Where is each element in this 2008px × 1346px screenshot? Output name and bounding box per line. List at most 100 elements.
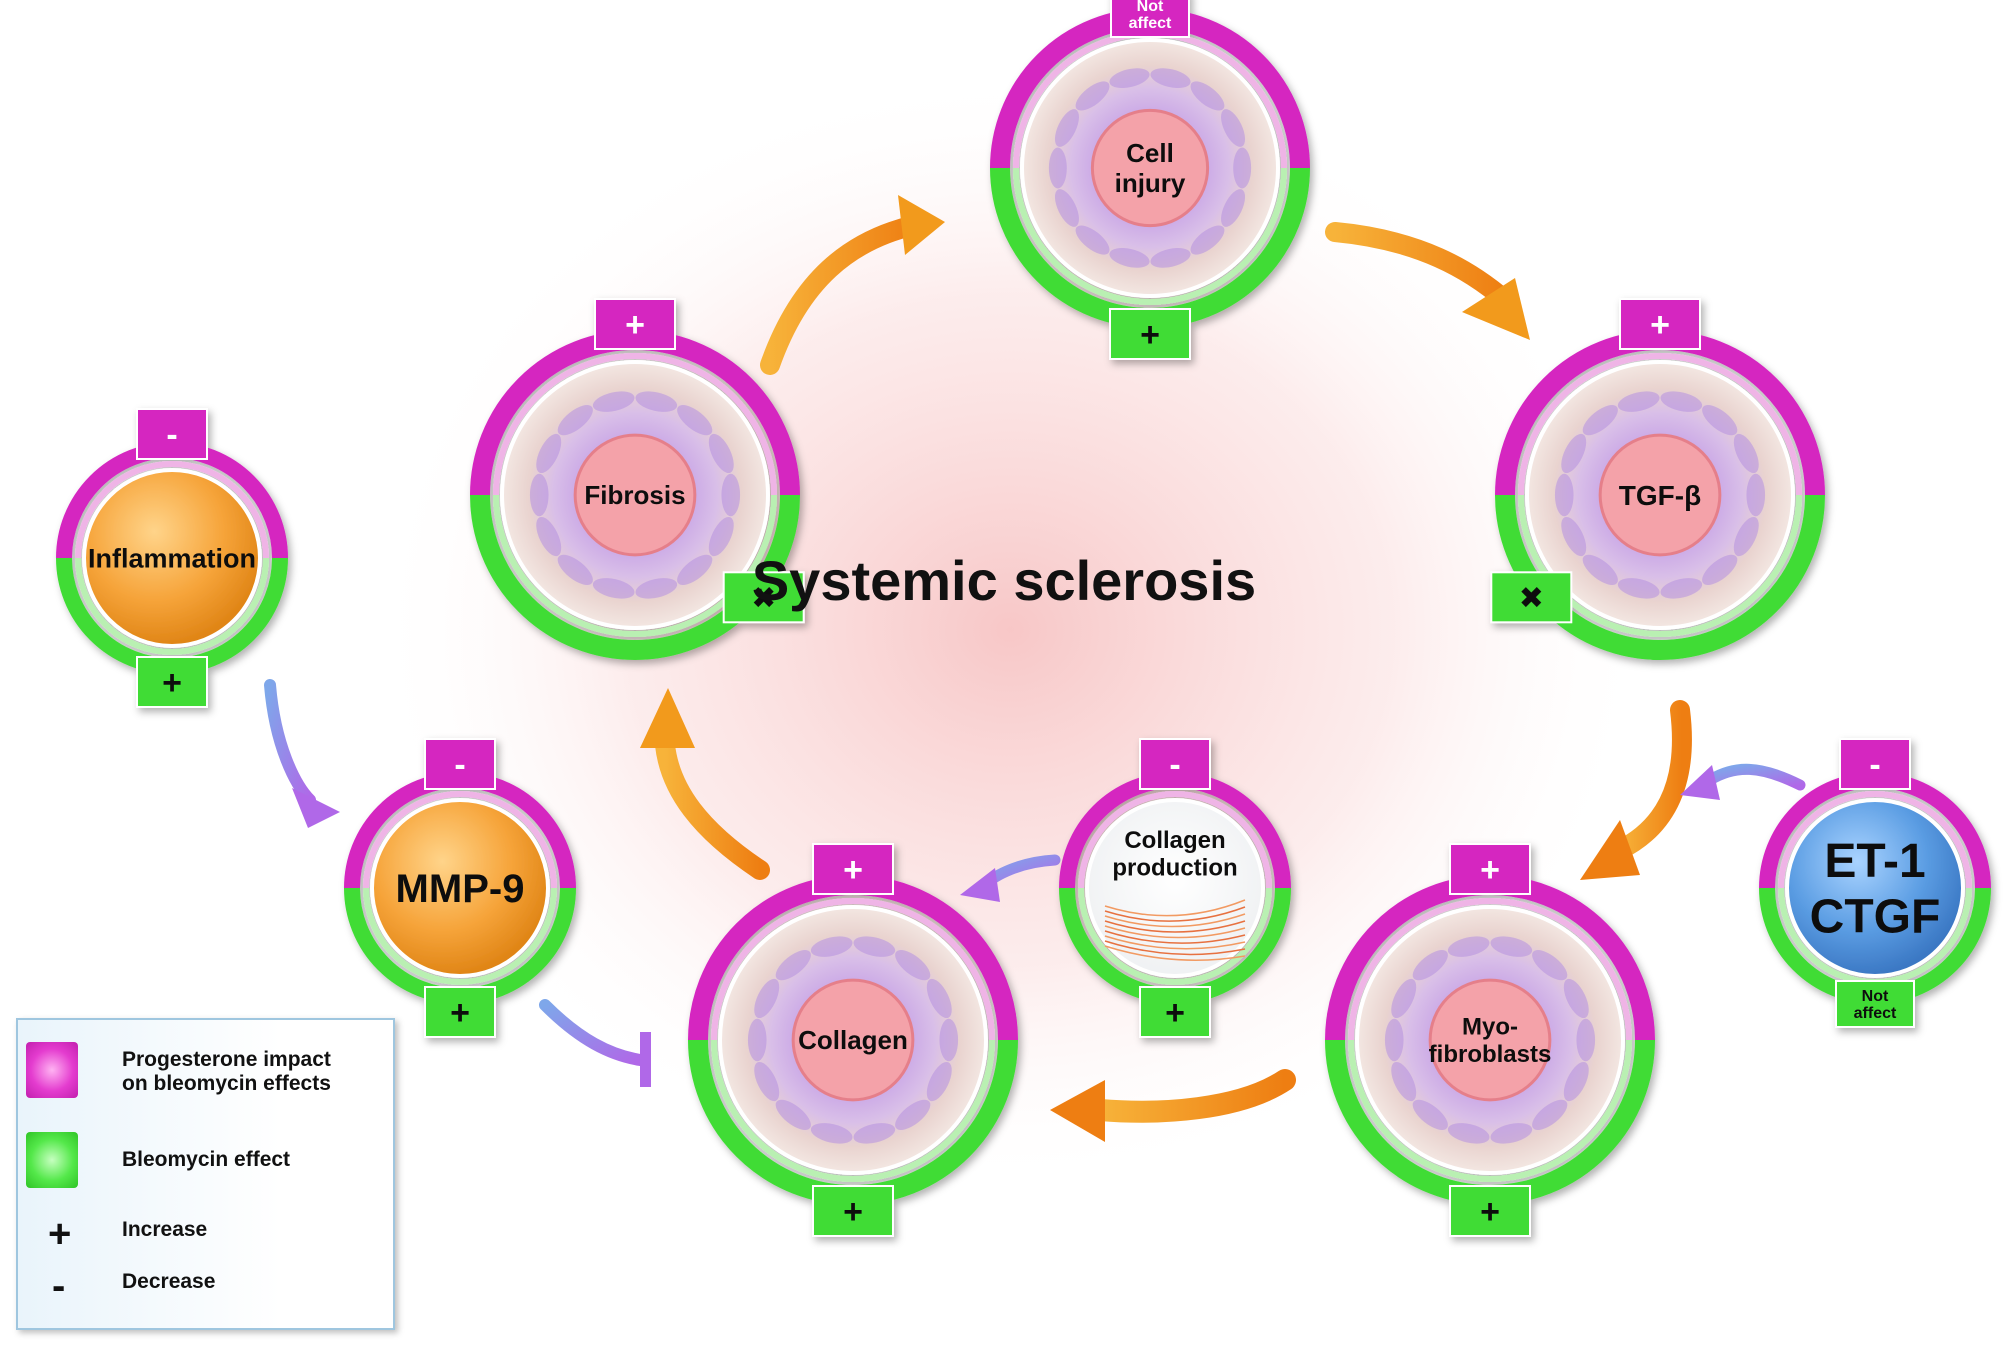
node-collagen: Collagen + + xyxy=(688,843,1018,1237)
node-label: TGF-β xyxy=(1619,480,1701,511)
node-inflammation: Inflammation - + xyxy=(56,408,288,708)
inhibit-mmp9-to-collagen xyxy=(539,999,646,1066)
tissue-texture xyxy=(747,936,959,1144)
legend-plus-icon: + xyxy=(48,1212,72,1256)
progesterone-arc-inner xyxy=(1518,353,1802,496)
node-core xyxy=(370,798,550,978)
legend: Progesterone impact on bleomycin effects… xyxy=(16,1018,395,1330)
legend-pink-swatch xyxy=(26,1042,78,1098)
legend-increase-label: Increase xyxy=(122,1218,208,1241)
progesterone-arc-inner xyxy=(1078,791,1272,889)
node-myofibroblasts: Myo-fibroblasts + + xyxy=(1325,843,1655,1237)
node-tgf-beta: TGF-β + ✖ xyxy=(1490,298,1825,660)
node-core xyxy=(82,468,262,648)
arrow-head-collagen-to-fibrosis xyxy=(640,688,695,748)
arrow-head-collagen-production-to-collagen xyxy=(960,868,1000,902)
tissue-texture xyxy=(1384,936,1596,1144)
bleomycin-arc xyxy=(470,494,800,660)
tag-text: + xyxy=(1140,316,1160,354)
tag-text: + xyxy=(1165,994,1185,1032)
arrow-head-fibrosis-to-cell-injury xyxy=(898,195,945,255)
progesterone-arc-inner xyxy=(75,461,269,559)
node-label: Inflammation xyxy=(88,543,256,573)
bleomycin-arc-inner xyxy=(1013,167,1287,305)
arrow-head-cell-injury-to-tgf xyxy=(1462,278,1530,340)
tag-text: affect xyxy=(1129,15,1172,32)
tag-text: + xyxy=(625,306,645,344)
legend-decrease-label: Decrease xyxy=(122,1270,216,1293)
legend-progesterone-line-1: Progesterone impact xyxy=(122,1048,331,1071)
tag-text: ✖ xyxy=(751,582,776,615)
top-tag: - xyxy=(136,408,208,460)
node-label: Fibrosis xyxy=(584,480,685,510)
tag-text: Not xyxy=(1137,0,1164,15)
bleomycin-arc-inner xyxy=(75,557,269,655)
top-tag: - xyxy=(1139,738,1211,790)
bleomycin-arc-inner xyxy=(1348,1039,1632,1182)
arrow-head-tgf-to-myofibroblasts xyxy=(1580,820,1640,880)
arrow-inflammation-to-mmp9 xyxy=(264,679,316,806)
tissue-texture xyxy=(1554,391,1766,599)
node-label: CTGF xyxy=(1810,890,1941,943)
bottom-tag: + xyxy=(1449,1185,1531,1237)
tag-text: + xyxy=(450,994,470,1032)
node-label: Collagen xyxy=(798,1025,908,1055)
arrow-myofibroblasts-to-collagen xyxy=(1089,1069,1296,1123)
tag-text: - xyxy=(166,416,177,454)
node-label: production xyxy=(1112,855,1237,882)
top-tag: + xyxy=(594,298,676,350)
progesterone-arc-inner xyxy=(493,353,777,496)
arrow-tgf-to-myofibroblasts xyxy=(1610,700,1692,860)
top-tag: + xyxy=(812,843,894,895)
tag-text: Not xyxy=(1862,988,1889,1005)
tag-text: + xyxy=(1480,1193,1500,1231)
tissue-texture xyxy=(1048,68,1252,268)
tag-text: + xyxy=(1480,851,1500,889)
collagen-fibres xyxy=(1104,899,1246,961)
bleomycin-arc-inner xyxy=(1518,494,1802,637)
tag-text: - xyxy=(1169,746,1180,784)
progesterone-arc-inner xyxy=(363,791,557,889)
tag-text: ✖ xyxy=(1519,582,1544,615)
arrow-head-et1-to-myofibroblasts xyxy=(1680,765,1720,800)
progesterone-arc-inner xyxy=(1778,791,1972,889)
node-label: ET-1 xyxy=(1824,835,1925,888)
bottom-tag: + xyxy=(136,656,208,708)
tag-text: + xyxy=(843,851,863,889)
tag-text: - xyxy=(454,746,465,784)
node-core xyxy=(1785,798,1965,978)
node-label: fibroblasts xyxy=(1429,1041,1552,1068)
bleomycin-arc-inner xyxy=(363,887,557,985)
tag-text: - xyxy=(1869,746,1880,784)
top-tag: - xyxy=(424,738,496,790)
node-label: Collagen xyxy=(1124,827,1225,854)
legend-green-swatch xyxy=(26,1132,78,1188)
top-tag: - xyxy=(1839,738,1911,790)
tag-text: + xyxy=(843,1193,863,1231)
top-tag: + xyxy=(1449,843,1531,895)
arrow-fibrosis-to-cell-injury xyxy=(760,215,925,375)
arrow-collagen-to-fibrosis xyxy=(655,735,770,880)
arrows xyxy=(264,195,1806,1142)
bottom-tag: ✖ xyxy=(722,571,805,624)
node-label: Myo- xyxy=(1462,1014,1518,1041)
tag-text: affect xyxy=(1854,1005,1897,1022)
node-mmp9: MMP-9-+ xyxy=(344,738,576,1038)
bleomycin-arc-inner xyxy=(493,494,777,637)
legend-progesterone-label: Progesterone impact on bleomycin effects xyxy=(122,1048,331,1096)
tissue-texture xyxy=(529,391,741,599)
tag-text: + xyxy=(1650,306,1670,344)
progesterone-arc-inner xyxy=(1348,898,1632,1041)
arrow-cell-injury-to-tgf xyxy=(1325,222,1515,310)
bottom-tag: + xyxy=(1139,986,1211,1038)
bottom-tag: ✖ xyxy=(1490,571,1573,624)
node-fibrosis: Fibrosis + ✖ xyxy=(470,298,805,660)
bleomycin-arc xyxy=(1495,494,1825,660)
bleomycin-arc-inner xyxy=(1078,887,1272,985)
legend-minus-icon: - xyxy=(52,1264,66,1308)
arrow-et1-to-myofibroblasts xyxy=(1704,763,1806,791)
